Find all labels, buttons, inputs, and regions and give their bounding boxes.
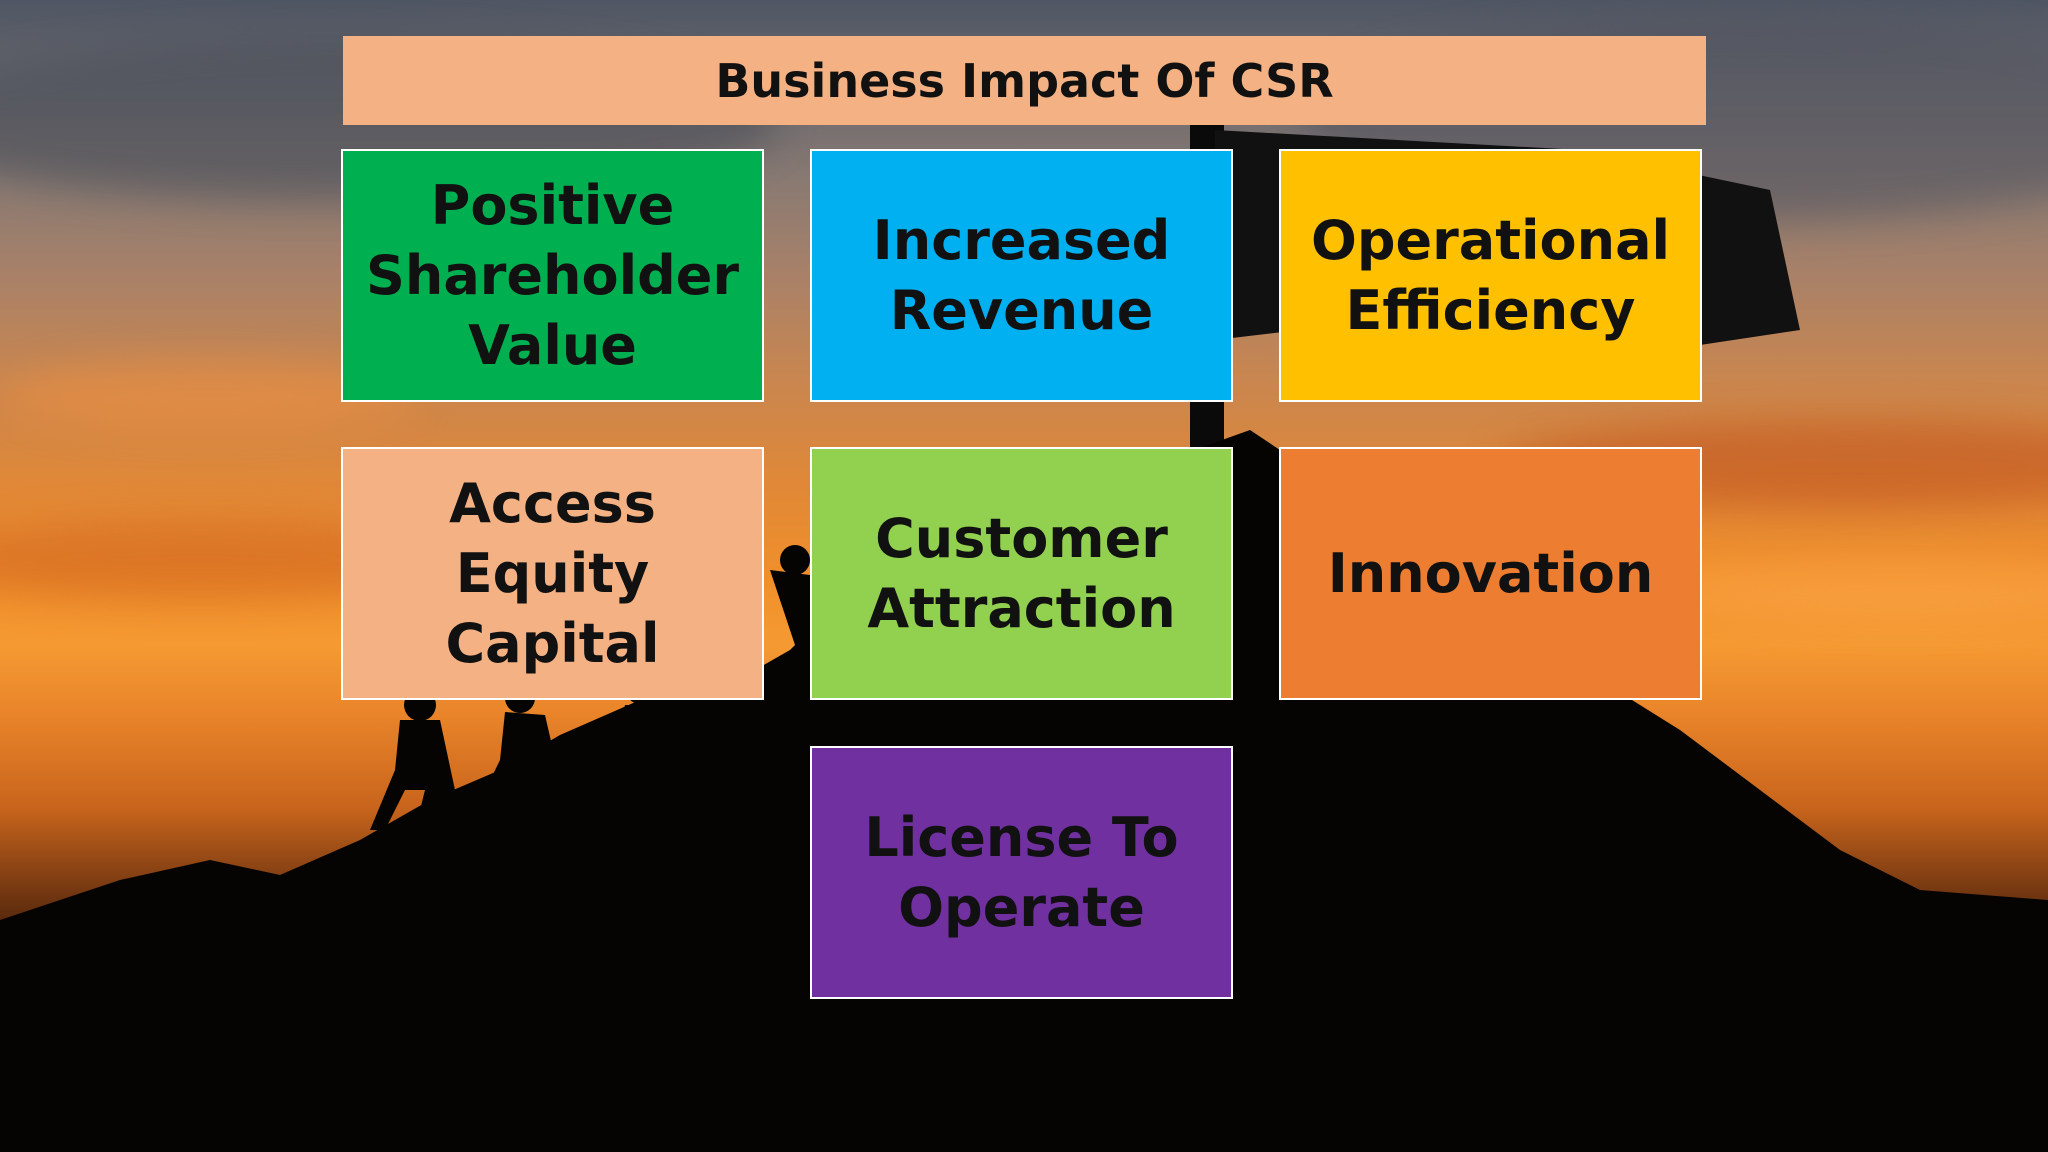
box-innovation: Innovation: [1279, 447, 1702, 700]
box-increased-revenue: Increased Revenue: [810, 149, 1233, 402]
diagram-title: Business Impact Of CSR: [343, 36, 1706, 125]
cloud: [1650, 560, 2048, 620]
box-customer-attraction: Customer Attraction: [810, 447, 1233, 700]
box-license-to-operate: License To Operate: [810, 746, 1233, 999]
box-access-equity-capital: Access Equity Capital: [341, 447, 764, 700]
box-positive-shareholder-value: Positive Shareholder Value: [341, 149, 764, 402]
box-operational-efficiency: Operational Efficiency: [1279, 149, 1702, 402]
